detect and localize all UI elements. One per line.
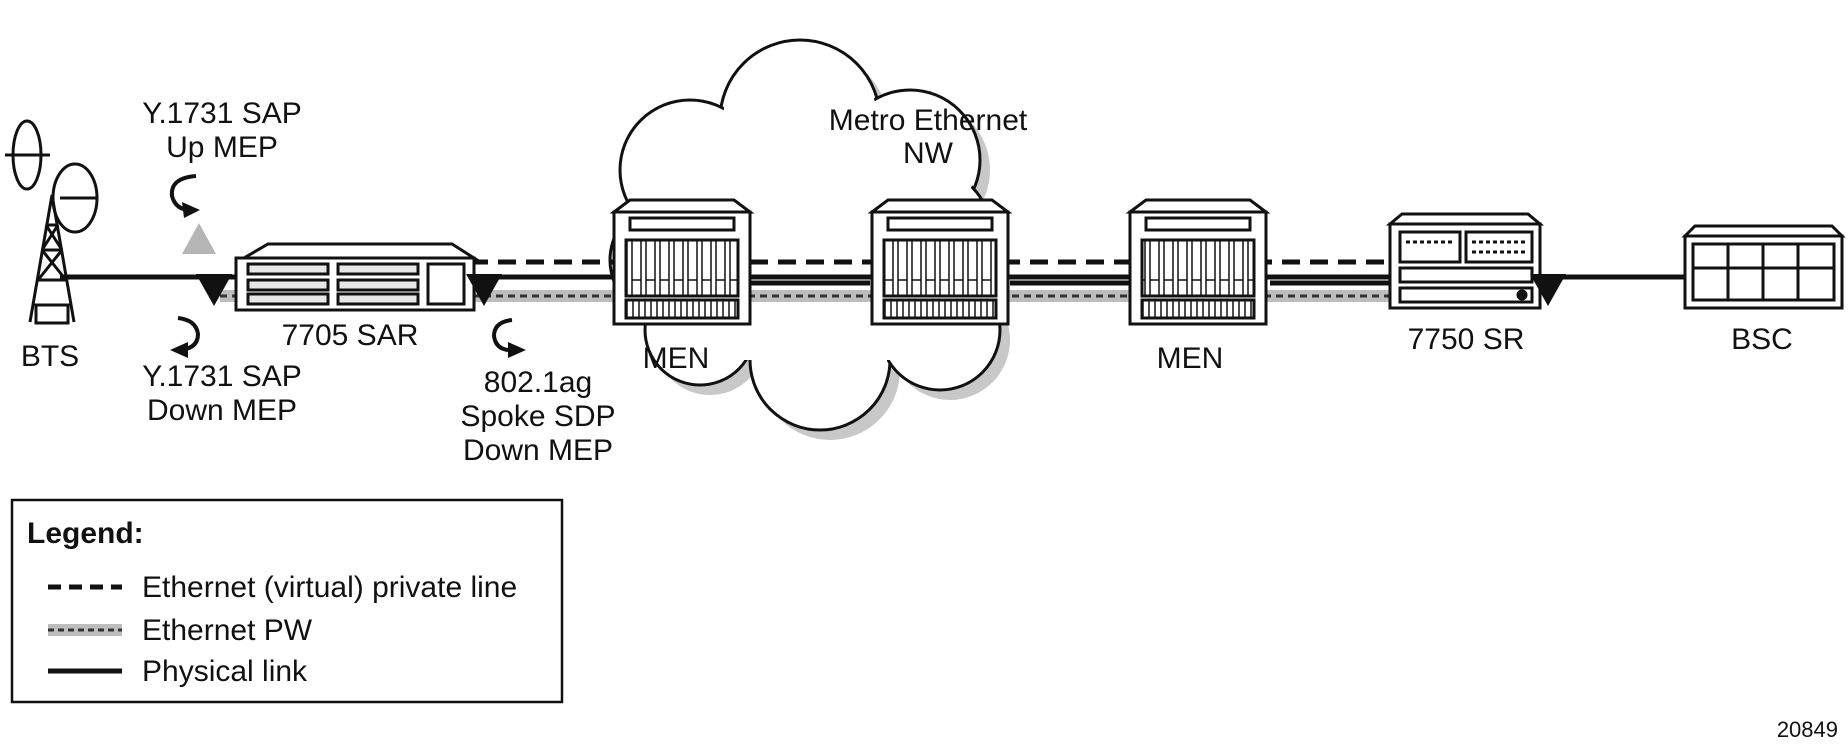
bsc-device	[1681, 224, 1846, 310]
sr-mep-marker-icon	[1530, 274, 1566, 306]
bsc-label: BSC	[1731, 323, 1793, 356]
up-mep-label-line2: Up MEP	[166, 131, 278, 164]
legend-box: Legend: Ethernet (virtual) private line …	[10, 498, 564, 704]
sr-label: 7750 SR	[1408, 323, 1525, 356]
men-router-center	[867, 198, 1013, 326]
men-router-right	[1125, 198, 1271, 326]
spoke-mep-arrow-icon	[491, 318, 517, 353]
figure-number: 20849	[1777, 717, 1838, 742]
spoke-mep-label-line1: 802.1ag	[484, 366, 592, 399]
men-right-label: MEN	[1157, 342, 1224, 375]
sr-7750-device	[1385, 212, 1545, 310]
down-mep-label-line2: Down MEP	[147, 394, 297, 427]
bts-tower	[5, 119, 99, 325]
men-left-label: MEN	[643, 342, 710, 375]
spoke-mep-arrowhead-icon	[508, 342, 526, 358]
up-mep-arrowhead-icon	[182, 202, 200, 218]
down-mep-label-line1: Y.1731 SAP	[142, 360, 302, 393]
men-router-left	[609, 198, 755, 326]
legend-label-physical: Physical link	[142, 655, 308, 688]
up-mep-marker-icon	[182, 223, 216, 254]
legend-label-evpl: Ethernet (virtual) private line	[142, 571, 517, 604]
down-mep-arrowhead-icon	[170, 342, 188, 358]
cloud-label-line2: NW	[903, 137, 954, 170]
legend-title: Legend:	[27, 517, 144, 550]
sar-7705-device	[234, 242, 480, 312]
up-mep-label-line1: Y.1731 SAP	[142, 97, 302, 130]
cloud-label-line1: Metro Ethernet	[829, 104, 1028, 137]
spoke-mep-label-line2: Spoke SDP	[460, 400, 615, 433]
down-mep-marker-icon	[196, 274, 232, 306]
legend-label-pw: Ethernet PW	[142, 614, 313, 647]
sar-label: 7705 SAR	[282, 319, 419, 352]
spoke-mep-marker-icon	[466, 274, 502, 306]
bts-label: BTS	[21, 340, 79, 373]
spoke-mep-label-line3: Down MEP	[463, 434, 613, 467]
